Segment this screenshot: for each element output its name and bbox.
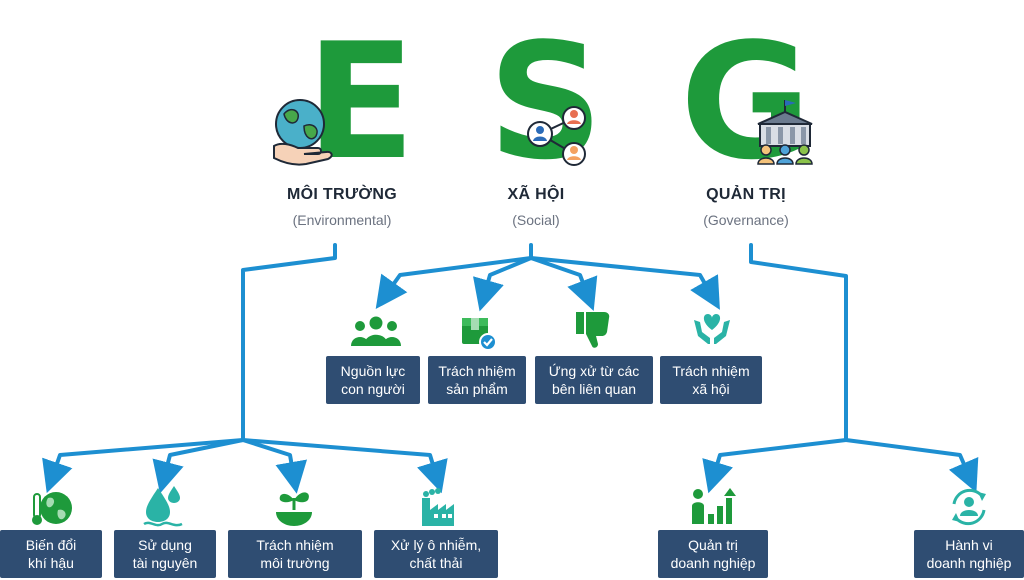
box-human-resources: Nguồn lực con người [326, 356, 420, 404]
env-branch-2 [152, 438, 245, 494]
box-product-responsibility: Trách nhiệm sản phẩm [428, 356, 526, 404]
product-check-icon [462, 318, 497, 351]
gov-branch-2 [844, 438, 979, 493]
growth-chart-icon [692, 488, 736, 524]
box-corporate-behavior: Hành vi doanh nghiệp [914, 530, 1024, 578]
box-social-responsibility: Trách nhiệm xã hội [660, 356, 762, 404]
env-trunk-line [241, 243, 337, 442]
water-drops-icon [143, 486, 183, 527]
people-group-icon [351, 316, 401, 346]
pillar-title-social: XÃ HỘI [507, 186, 565, 203]
box-climate-change: Biến đổi khí hậu [0, 530, 102, 578]
pillar-subtitle-governance: (Governance) [703, 212, 789, 228]
thumbs-down-icon [576, 312, 610, 348]
gov-branch-1 [702, 438, 848, 494]
social-branch-2 [473, 256, 533, 312]
gov-trunk-line [749, 243, 848, 442]
pillar-title-governance: QUẢN TRỊ [706, 186, 786, 203]
pillar-subtitle-social: (Social) [512, 212, 560, 228]
heart-hands-icon [694, 314, 730, 344]
env-branch-4 [241, 438, 448, 494]
social-branch-1 [375, 256, 533, 310]
earth-hand-icon [273, 99, 333, 166]
box-corporate-governance: Quản trị doanh nghiệp [658, 530, 768, 578]
globe-thermometer-icon [32, 492, 72, 525]
network-people-icon [527, 106, 586, 166]
env-branch-1 [42, 438, 245, 494]
social-branch-4 [529, 256, 720, 310]
box-resource-use: Sử dụng tài nguyên [114, 530, 216, 578]
social-branch-3 [529, 256, 598, 311]
box-environmental-responsibility: Trách nhiệm môi trường [228, 530, 362, 578]
government-building-icon [757, 100, 813, 165]
env-branch-3 [241, 438, 308, 494]
pillar-subtitle-environmental: (Environmental) [292, 212, 392, 228]
factory-icon [422, 488, 454, 526]
sprout-icon [276, 492, 312, 526]
box-pollution-waste: Xử lý ô nhiễm, chất thải [374, 530, 498, 578]
cycle-person-icon [952, 488, 986, 526]
box-stakeholder-conduct: Ứng xử từ các bên liên quan [535, 356, 653, 404]
pillar-title-environmental: MÔI TRƯỜNG [287, 186, 397, 203]
